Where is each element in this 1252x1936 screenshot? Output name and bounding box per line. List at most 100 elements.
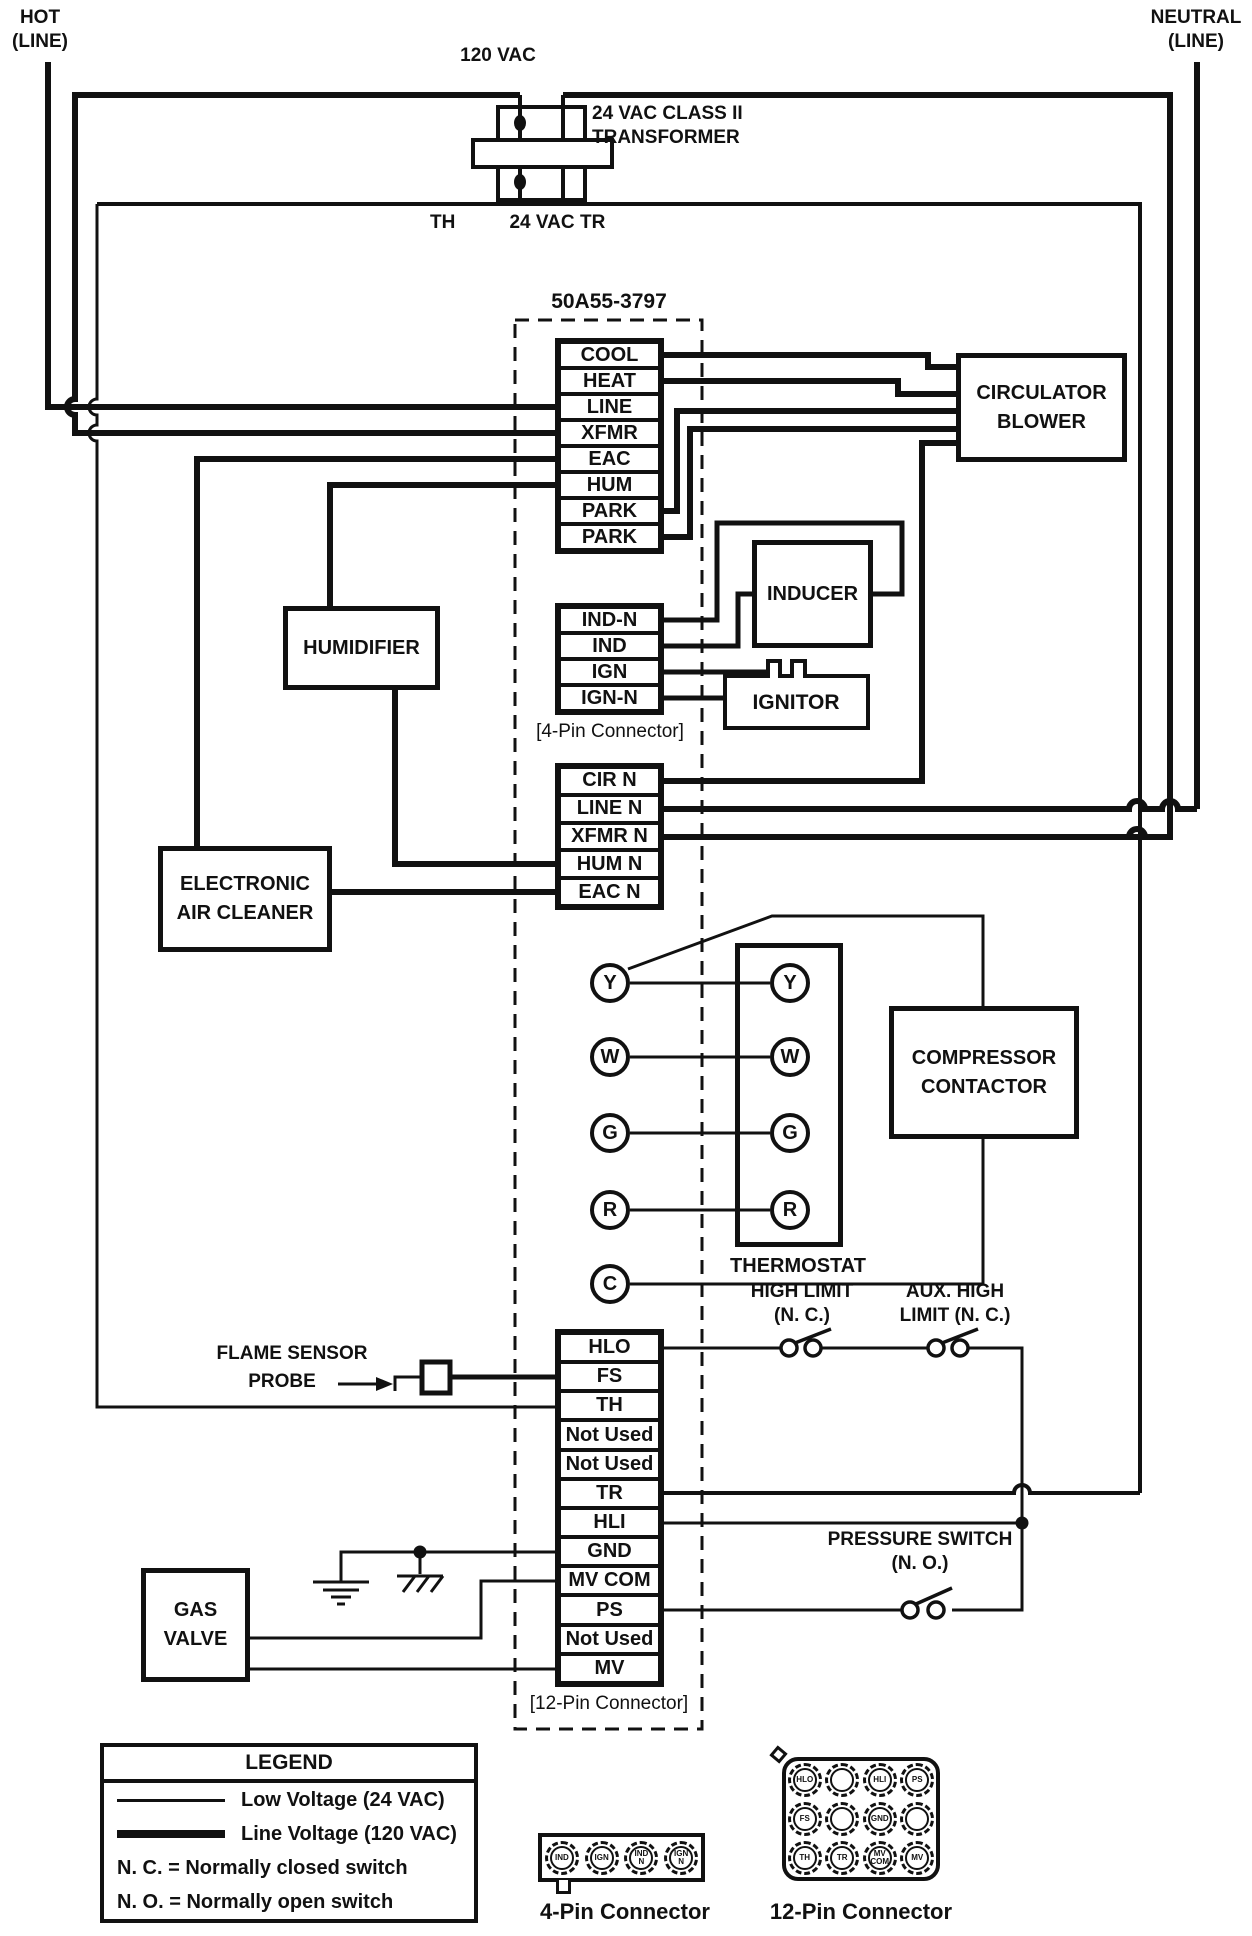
neutral-label: NEUTRAL(LINE) [1150,7,1242,52]
twelve-pin-mv-com: MV COM [862,1840,897,1875]
wire-ind [664,591,752,649]
line-voltage-wires [45,62,1200,895]
terminal-ind: IND [559,633,660,659]
humidifier-label: HUMIDIFIER [303,636,420,659]
flame-sensor-arrow-icon [376,1377,393,1391]
label-24vac: 24 VAC [509,212,575,233]
legend-line-voltage: Line Voltage (120 VAC) [104,1817,474,1851]
wire-xfmr-primary-hot [64,92,555,436]
wire-park2 [664,426,956,540]
junction-gnd [413,1545,427,1559]
wire-c-to-contactor [630,1139,985,1286]
thermostat-terminal-r: R [770,1190,810,1230]
twelve-pin-hlo: HLO [785,1762,830,1807]
twelve-pin-gnd: GND [862,1801,897,1836]
thick-line-icon [117,1830,225,1838]
terminal-fs: FS [559,1362,660,1392]
terminal-eac: EAC [559,446,660,472]
terminal-th: TH [559,1391,660,1421]
terminal-mv-com: MV COM [559,1566,660,1596]
terminal-park1: PARK [559,498,660,524]
wire-park1 [664,408,956,514]
terminal-not-used-1: Not Used [559,1420,660,1450]
four-pin-ign-n: IGN N [662,1839,707,1884]
wire-gnd [339,1550,555,1582]
terminal-not-used-2: Not Used [559,1449,660,1479]
wire-linen-neutral [664,62,1200,812]
wire-mv-com [250,1579,555,1640]
pressure-switch-icon [900,1586,953,1620]
chassis-ground-icon [397,1574,445,1593]
gas-valve-label: GAS [173,1599,218,1621]
board-terminal-y: Y [590,963,630,1003]
label-tr: TR [580,212,606,233]
terminal-hlo: HLO [559,1333,660,1363]
wire-tr-terminal [664,1483,1140,1495]
wire-heat [664,378,956,397]
terminal-strip-ignition: IND-N IND IGN IGN-N [555,603,664,715]
pressure-switch-label: PRESSURE SWITCH(N. O.) [827,1529,1013,1574]
flame-sensor-probe-label: PROBE [248,1371,316,1392]
four-pin-ign: IGN [584,1840,619,1875]
flame-sensor-label: FLAME SENSOR [216,1343,368,1364]
terminal-tr: TR [559,1478,660,1508]
terminal-ps: PS [559,1595,660,1625]
twelve-pin-ps: PS [900,1763,935,1798]
terminal-xfmr: XFMR [559,420,660,446]
terminal-mv: MV [559,1653,660,1683]
legend-no: N. O. = Normally open switch [117,1890,394,1913]
flame-sensor-probe-icon [419,1359,453,1396]
terminal-cool: COOL [559,342,660,368]
ignition-wires [449,520,905,1380]
board-terminal-r: R [590,1190,630,1230]
terminal-ind-n: IND-N [559,607,660,633]
thermostat-box [735,943,843,1247]
wire-xfmrn-neutral [563,92,1173,840]
wire-y-to-contactor [627,914,985,1006]
label-120vac: 120 VAC [460,45,536,66]
compressor-contactor-box: COMPRESSOR CONTACTOR [889,1006,1079,1139]
terminal-hum: HUM [559,472,660,498]
twelve-pin-blank-1 [825,1763,860,1798]
wire-hum [327,482,555,606]
legend-low-voltage: Low Voltage (24 VAC) [104,1783,474,1817]
wire-24vac-tr-bus [97,202,1142,1493]
twelve-pin-blank-2 [825,1801,860,1836]
inducer-box: INDUCER [752,540,873,648]
twelve-pin-blank-3 [898,1800,943,1845]
aux-high-limit-switch-icon [926,1327,979,1358]
twelve-pin-tr: TR [825,1840,860,1875]
wire-hum-n [392,690,555,867]
high-limit-switch-icon [779,1327,832,1358]
low-voltage-wires [87,204,1024,1671]
wire-cool [664,352,956,370]
thermostat-terminal-g: G [770,1113,810,1153]
wire-hot-to-line [45,62,555,410]
terminal-xfmr-n: XFMR N [559,822,660,851]
wire-ind-n [664,520,905,623]
terminal-ign-n: IGN-N [559,685,660,711]
terminal-strip-main: COOL HEAT LINE XFMR EAC HUM PARK PARK [555,338,664,554]
terminal-cir-n: CIR N [559,767,660,795]
humidifier-box: HUMIDIFIER [283,606,440,690]
thermostat-label: THERMOSTAT [730,1255,866,1277]
compressor-contactor-label: COMPRESSOR [911,1046,1057,1069]
four-pin-ind: IND [542,1839,587,1884]
twelve-pin-th: TH [785,1839,830,1884]
legend-nc: N. C. = Normally closed switch [117,1856,408,1879]
board-terminal-g: G [590,1113,630,1153]
thermostat-terminal-w: W [770,1037,810,1077]
ignitor-label: IGNITOR [752,691,840,714]
thermostat-terminal-y: Y [770,963,810,1003]
twelve-pin-connector-label: 12-Pin Connector [769,1899,953,1924]
terminal-not-used-3: Not Used [559,1624,660,1654]
twelve-pin-fs: FS [787,1801,822,1836]
label-th: TH [430,212,456,233]
wire-hlo-limit-chain [664,1346,1024,1612]
high-limit-label: HIGH LIMIT(N. C.) [750,1281,854,1326]
eac-label: ELECTRONIC [180,873,310,895]
